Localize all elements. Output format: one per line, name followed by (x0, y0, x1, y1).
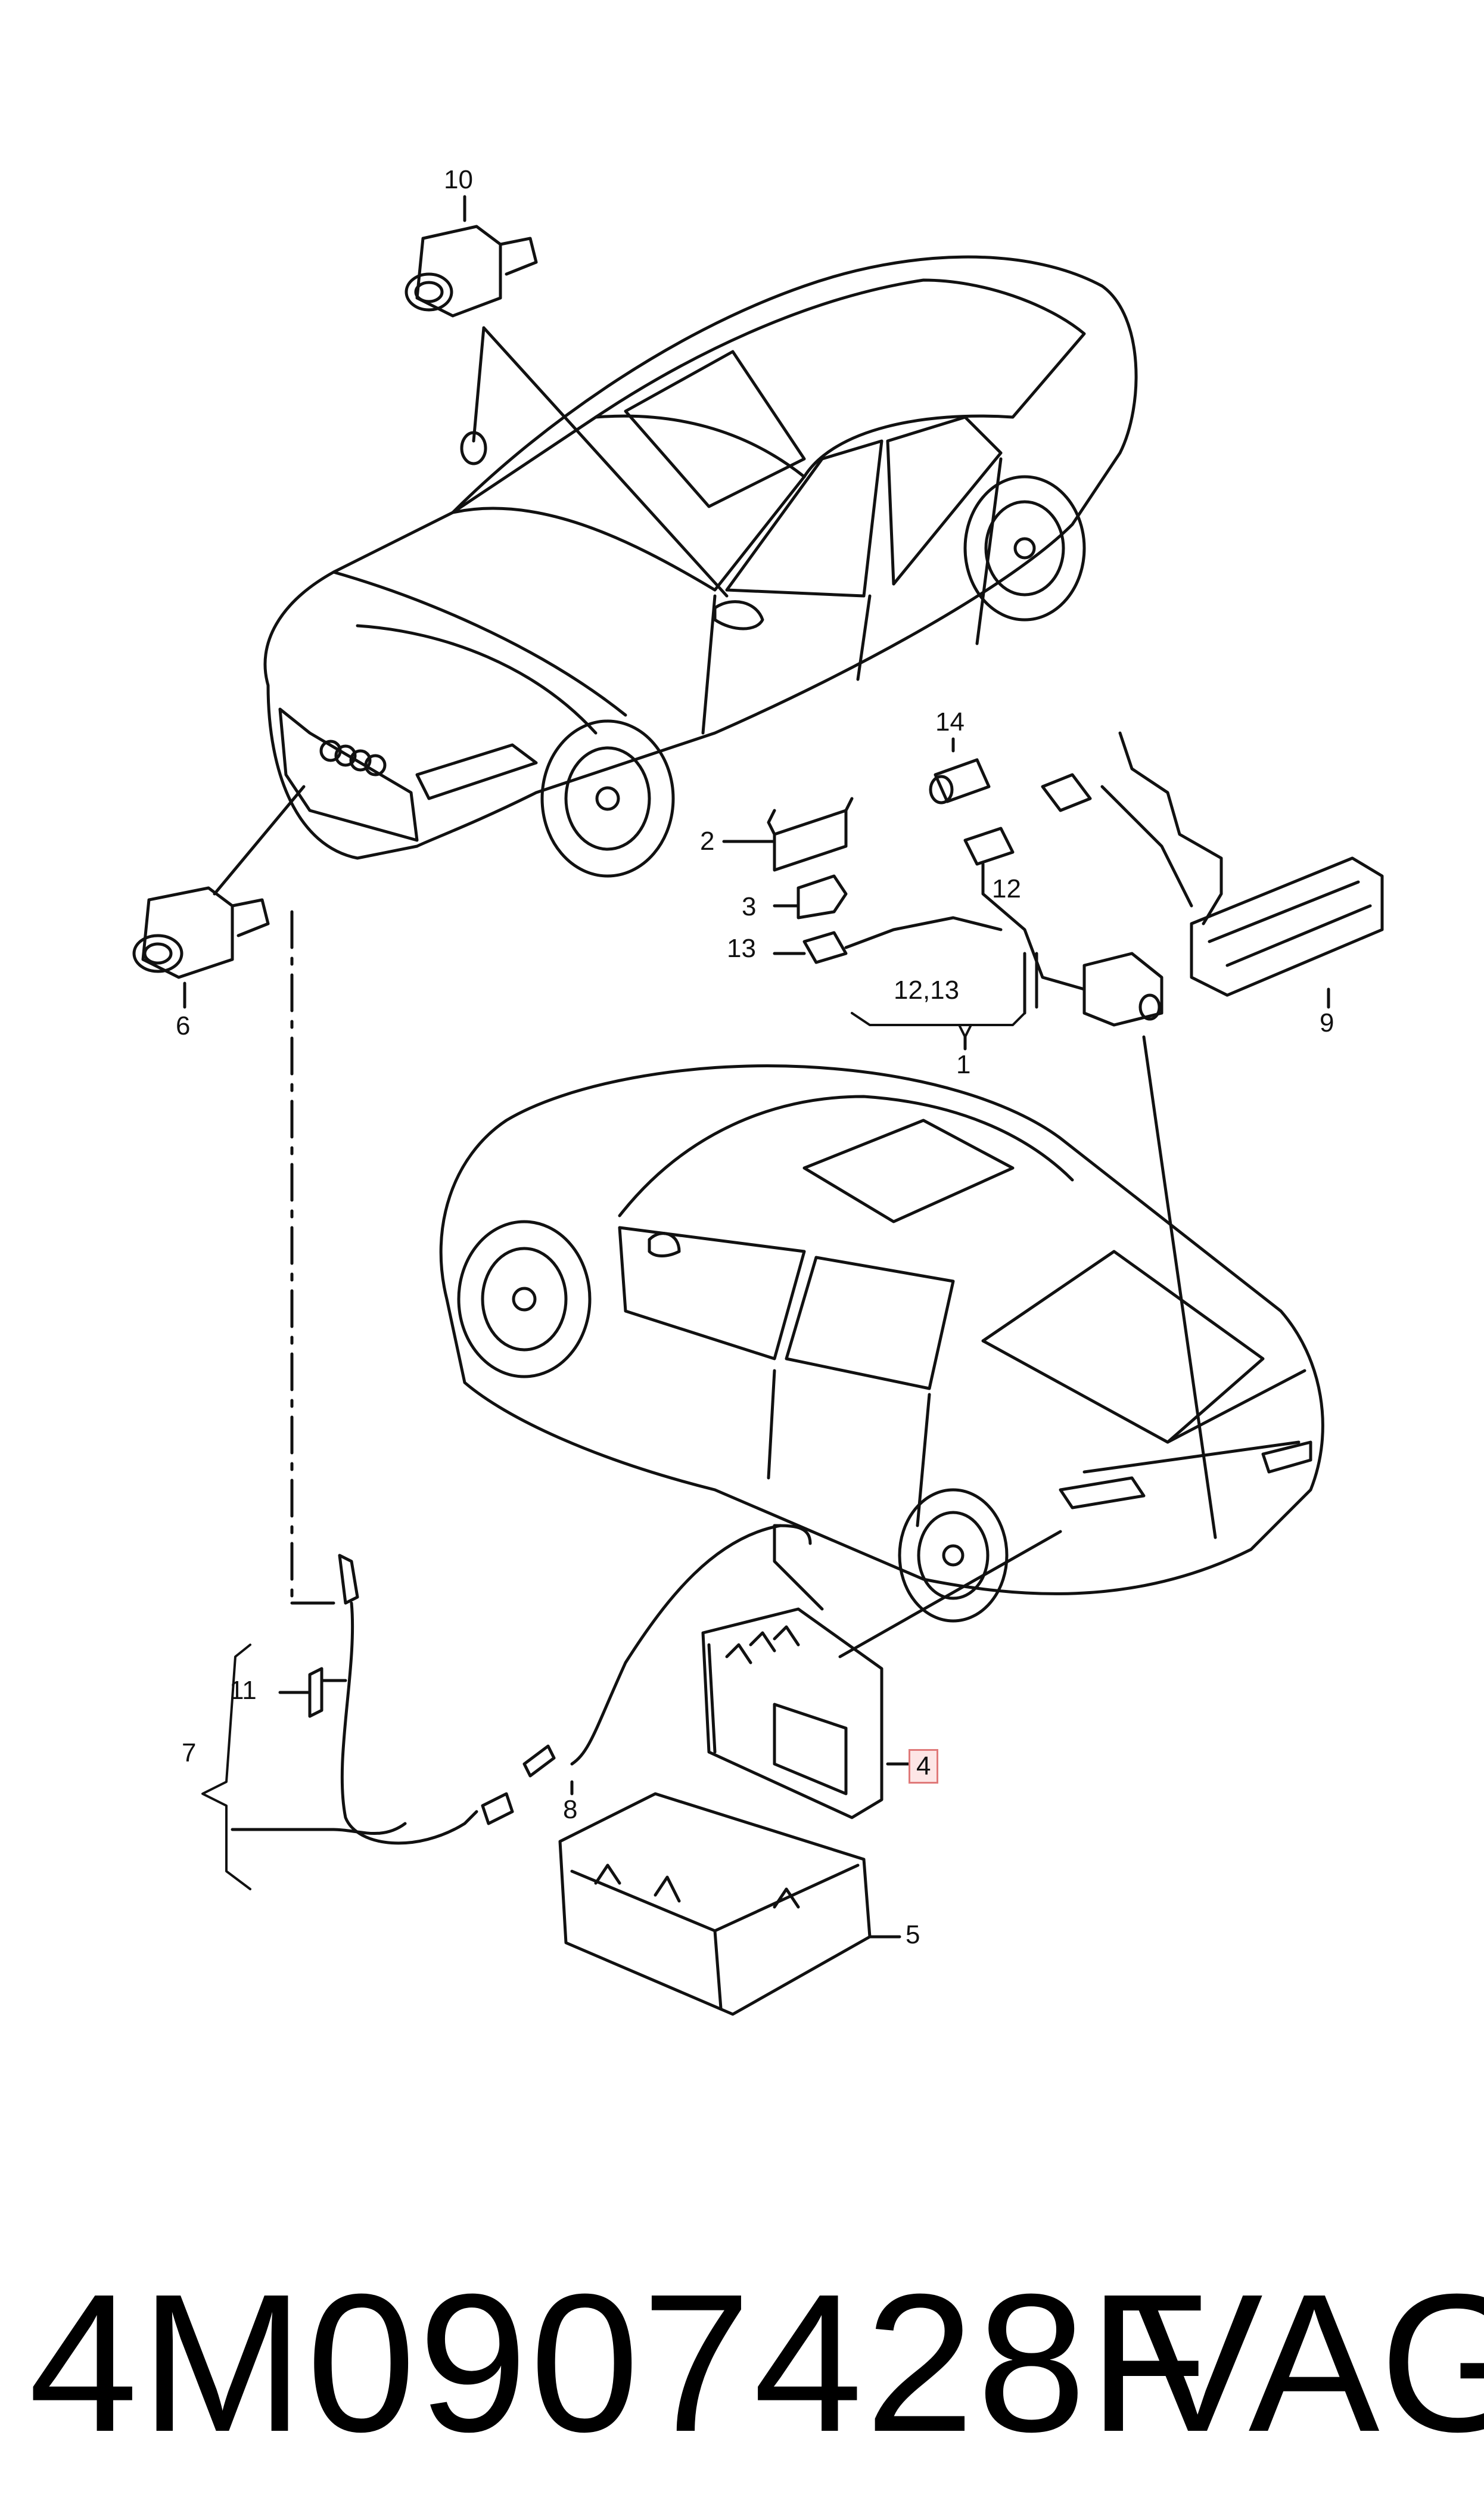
part-11-bracket (308, 1667, 347, 1718)
part-10-parking-sensor (405, 225, 538, 318)
callout-7: 7 (182, 1738, 197, 1768)
part-2-clip (767, 797, 854, 872)
part-number: 4M0907428F (29, 2253, 1211, 2473)
part-12-connector (963, 827, 1086, 991)
callout-6: 6 (176, 1011, 191, 1040)
callout-14: 14 (935, 707, 965, 737)
part-3-holder (797, 874, 848, 920)
callout-9: 9 (1320, 1008, 1334, 1038)
part-7-antenna-harness (231, 1554, 514, 1845)
bottom-car-illustration (439, 1064, 1324, 1623)
part-6-parking-sensor (132, 886, 270, 979)
part-4-control-module (701, 1524, 883, 1819)
rear-camera (1082, 952, 1163, 1027)
callout-8: 8 (563, 1795, 578, 1824)
callout-12: 12 (992, 874, 1021, 903)
callout-5: 5 (906, 1920, 920, 1949)
part-9-trunk-handle (1041, 731, 1384, 997)
callout-1: 1 (956, 1050, 971, 1079)
top-car-illustration (263, 255, 1138, 878)
part-14-sleeve (929, 758, 991, 805)
callout-2: 2 (700, 827, 715, 856)
callout-12-13: 12,13 (894, 976, 960, 1005)
brand-name: VAG (1132, 2253, 1484, 2473)
callout-4-highlighted: 4 (909, 1749, 939, 1784)
callout-10: 10 (444, 165, 473, 194)
part-5-receiver-box (558, 1792, 872, 2016)
part-8-antenna-cable (522, 1524, 782, 1778)
callout-3: 3 (742, 892, 757, 921)
part-13-connector (802, 916, 1003, 964)
parts-diagram (132, 195, 1384, 2016)
callout-11: 11 (229, 1676, 257, 1705)
callout-13: 13 (727, 934, 756, 963)
